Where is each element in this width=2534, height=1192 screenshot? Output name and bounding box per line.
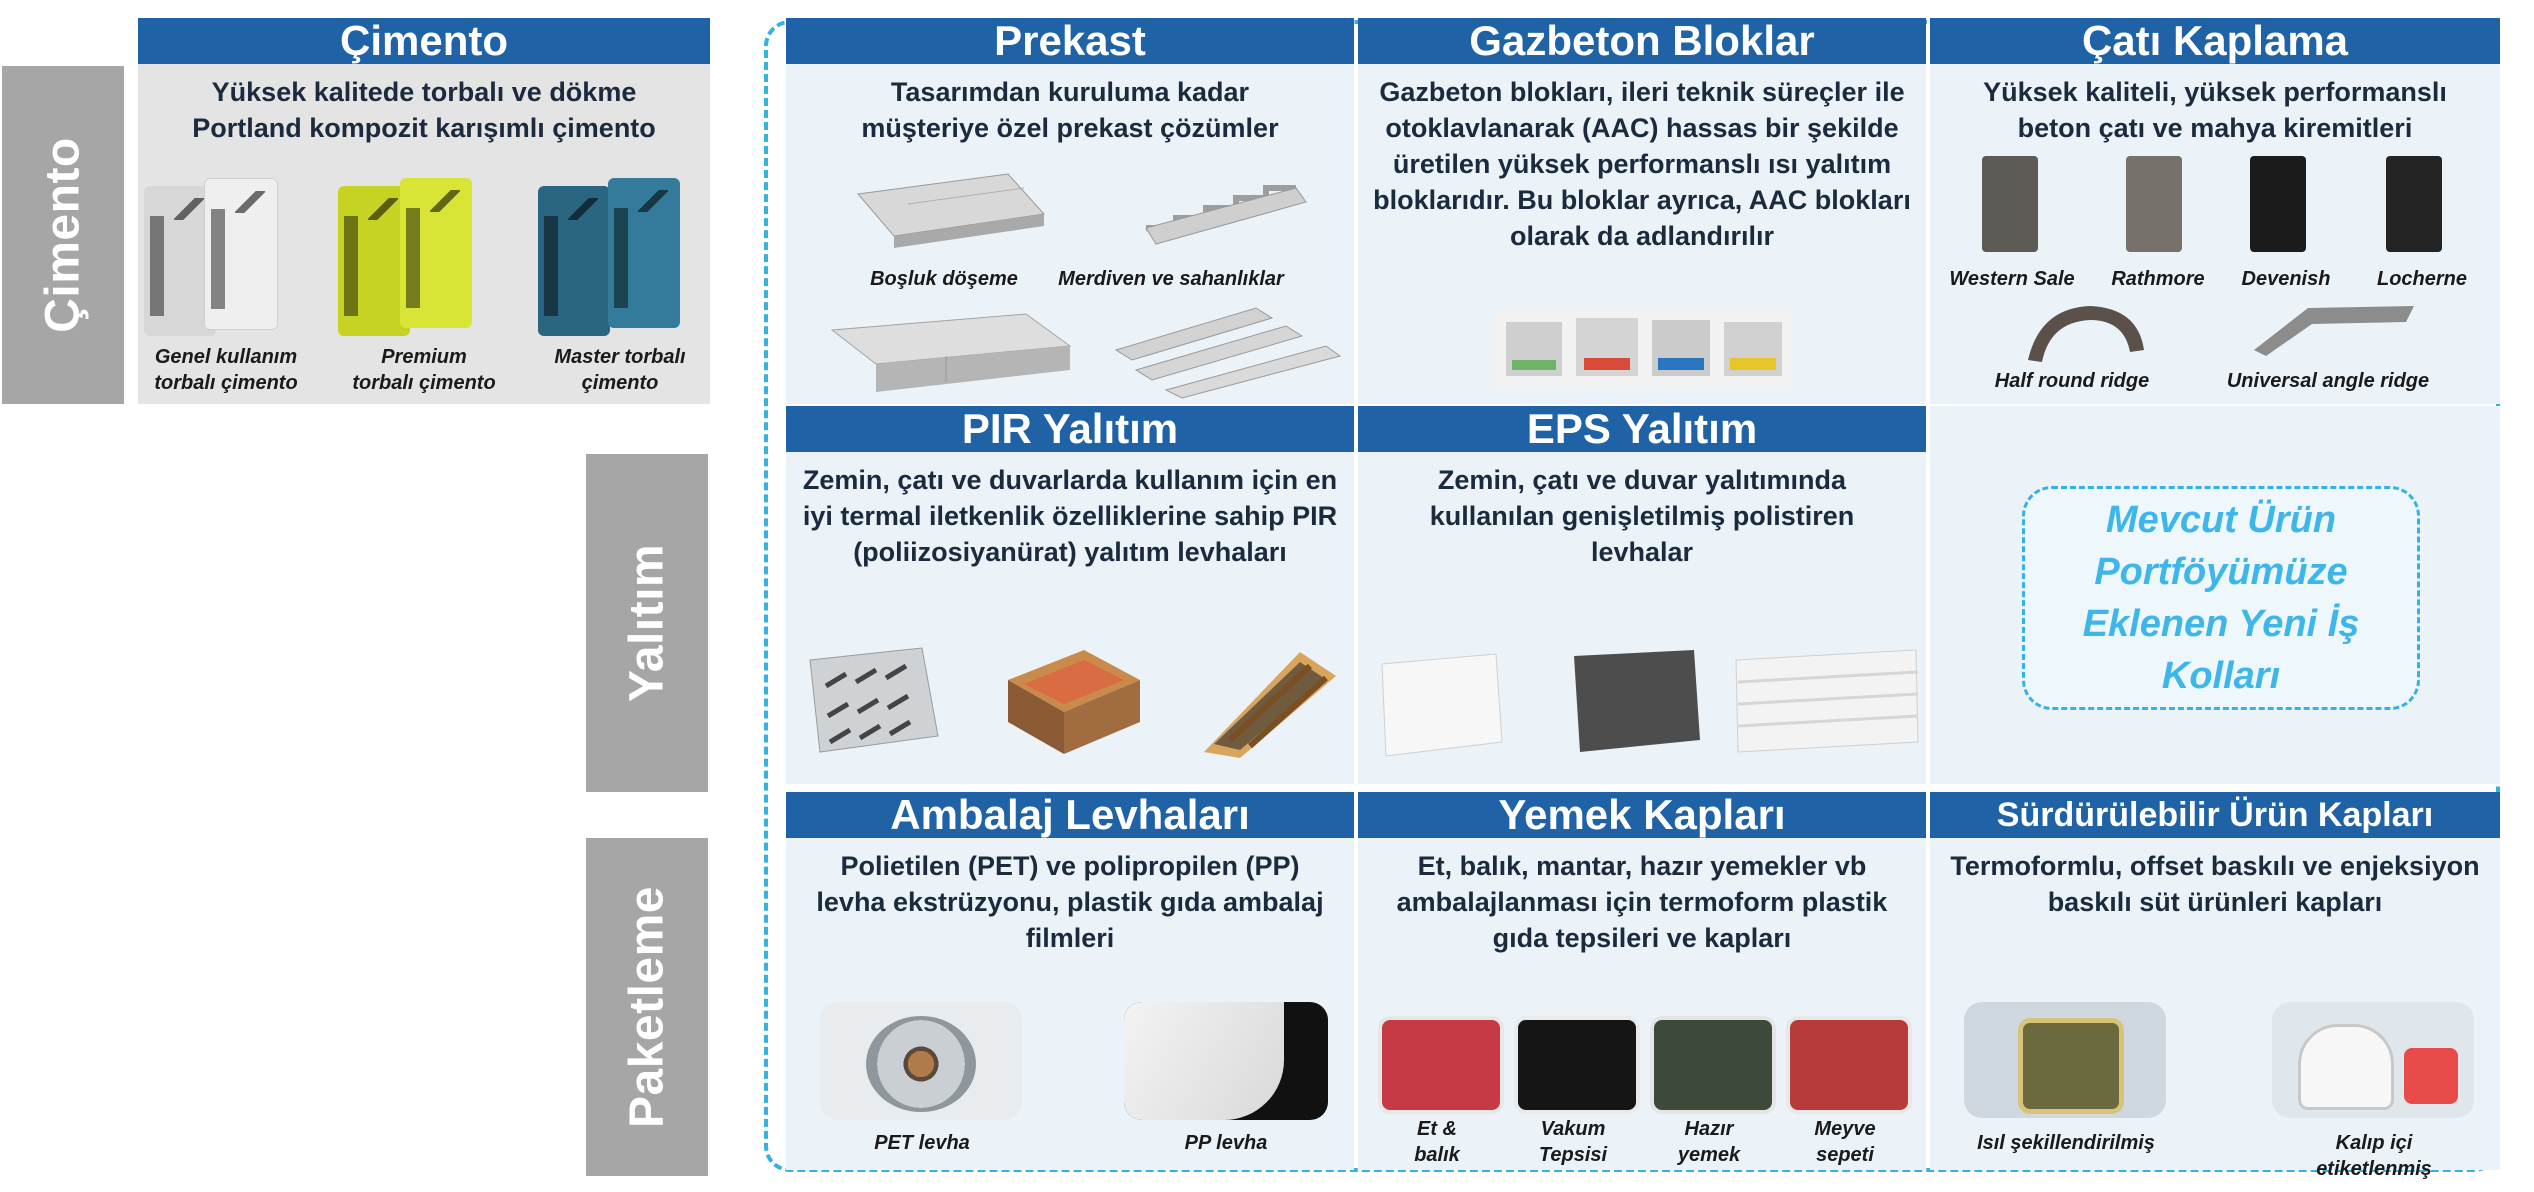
thermoformed-cup (2018, 1018, 2124, 1114)
panel-cimento-desc: Yüksek kalitede torbalı ve dökme Portlan… (192, 77, 656, 143)
panel-ambalaj-title: Ambalaj Levhaları (786, 792, 1354, 838)
caption-pet: PET levha (874, 1132, 970, 1154)
caption-pp: PP levha (1184, 1132, 1268, 1154)
panel-ambalaj: Ambalaj Levhaları Polietilen (PET) ve po… (786, 792, 1354, 1170)
eps-white-board-image (1381, 653, 1503, 757)
thermoformed-cup-image (1964, 1002, 2166, 1118)
caption-merdiven: Merdiven ve sahanlıklar (1058, 268, 1284, 290)
tile-locherne (2386, 156, 2442, 252)
panel-gazbeton-desc: Gazbeton blokları, ileri teknik süreçler… (1373, 77, 1911, 251)
eps-grey-board-image (1574, 650, 1700, 752)
side-label-yalitim: Yalıtım (586, 454, 708, 792)
panel-cimento: Çimento Yüksek kalitede torbalı ve dökme… (138, 18, 710, 404)
panel-cati-title: Çatı Kaplama (1930, 18, 2500, 64)
panel-cati: Çatı Kaplama Yüksek kaliteli, yüksek per… (1930, 18, 2500, 404)
beams-image (1114, 307, 1342, 399)
aac-blocks-image (1496, 312, 1792, 390)
panel-surdurulebilir: Sürdürülebilir Ürün Kapları Termoformlu,… (1930, 792, 2500, 1180)
panel-gazbeton: Gazbeton Bloklar Gazbeton blokları, iler… (1358, 18, 1926, 404)
panel-eps-desc: Zemin, çatı ve duvar yalıtımında kullanı… (1429, 465, 1855, 567)
cement-bag-premium-back (338, 186, 410, 336)
caption-universal-angle: Universal angle ridge (2226, 370, 2430, 392)
tray-meyve (1786, 1016, 1912, 1114)
eps-grooved-board-image (1735, 649, 1919, 753)
caption-isil: Isıl şekillendirilmiş (1977, 1132, 2155, 1154)
caption-hazir: Hazır yemek (1677, 1118, 1741, 1166)
pet-roll-image (820, 1002, 1022, 1120)
side-label-yalitim-text: Yalıtım (620, 543, 674, 703)
pet-roll (866, 1016, 976, 1112)
stairs-image (1145, 185, 1307, 245)
panel-prekast-desc: Tasarımdan kuruluma kadar müşteriye özel… (861, 77, 1279, 143)
panel-prekast-title: Prekast (786, 18, 1354, 64)
aac-block-4-label (1730, 358, 1776, 370)
panel-cimento-title: Çimento (138, 18, 710, 64)
caption-locherne: Locherne (2376, 268, 2468, 290)
tile-rathmore (2126, 156, 2182, 252)
half-round-ridge-image (2028, 306, 2144, 362)
panel-eps-title: EPS Yalıtım (1358, 406, 1926, 452)
iml-cup-small (2404, 1048, 2458, 1104)
cement-bag-master-back (538, 186, 610, 336)
pir-roof-image (1204, 652, 1336, 758)
panel-prekast: Prekast Tasarımdan kuruluma kadar müşter… (786, 18, 1354, 404)
caption-bosluk: Boşluk döşeme (870, 268, 1018, 290)
caption-vakum: Vakum Tepsisi (1538, 1118, 1608, 1166)
panel-ambalaj-desc: Polietilen (PET) ve polipropilen (PP) le… (816, 851, 1324, 953)
tray-vakum (1514, 1016, 1640, 1114)
panel-pir-title: PIR Yalıtım (786, 406, 1354, 452)
caption-western-sale: Western Sale (1949, 268, 2075, 290)
hollow-slab-image (857, 173, 1045, 248)
tile-devenish (2250, 156, 2306, 252)
panel-yemek-title: Yemek Kapları (1358, 792, 1926, 838)
panel-surdurulebilir-title: Sürdürülebilir Ürün Kapları (1930, 792, 2500, 838)
panel-surdurulebilir-desc: Termoformlu, offset baskılı ve enjeksiyo… (1950, 851, 2480, 917)
panel-yemek-desc: Et, balık, mantar, hazır yemekler vb amb… (1396, 851, 1888, 953)
pir-floor-image (1008, 650, 1140, 754)
tile-western-sale (1982, 156, 2038, 252)
panel-pir: PIR Yalıtım Zemin, çatı ve duvarlarda ku… (786, 406, 1354, 784)
new-business-callout-text: Mevcut Ürün Portföyümüze Eklenen Yeni İş… (2082, 499, 2360, 697)
cement-bag-general-front (204, 178, 278, 330)
panel-gazbeton-title: Gazbeton Bloklar (1358, 18, 1926, 64)
side-label-paketleme: Paketleme (586, 838, 708, 1176)
panel-yemek: Yemek Kapları Et, balık, mantar, hazır y… (1358, 792, 1926, 1170)
tray-et-balik (1378, 1016, 1504, 1114)
hollow-slab-stack-image (830, 313, 1072, 392)
panel-cati-desc: Yüksek kaliteli, yüksek performanslı bet… (1983, 77, 2447, 143)
aac-block-3-label (1658, 358, 1704, 370)
caption-et-balik: Et & balık (1414, 1118, 1460, 1166)
panel-pir-desc: Zemin, çatı ve duvarlarda kullanım için … (802, 465, 1338, 567)
side-label-paketleme-text: Paketleme (620, 886, 674, 1128)
side-label-cimento-text: Çimento (36, 137, 90, 333)
panel-eps: EPS Yalıtım Zemin, çatı ve duvar yalıtım… (1358, 406, 1926, 784)
caption-genel: Genel kullanım torbalı çimento (154, 346, 298, 394)
caption-premium: Premium torbalı çimento (352, 346, 496, 394)
iml-cup (2298, 1024, 2394, 1110)
side-label-cimento: Çimento (2, 66, 124, 404)
tray-hazir-yemek (1650, 1016, 1776, 1114)
caption-devenish: Devenish (2241, 268, 2331, 290)
universal-angle-ridge-image (2254, 306, 2414, 356)
caption-meyve: Meyve sepeti (1814, 1118, 1876, 1166)
caption-master: Master torbalı çimento (554, 346, 686, 394)
iml-cup-image (2272, 1002, 2474, 1118)
caption-kalip-ici: Kalıp içi etiketlenmiş (2316, 1132, 2432, 1180)
pp-sheet (1124, 1002, 1284, 1120)
aac-block-1-label (1512, 360, 1556, 370)
caption-half-round: Half round ridge (1994, 370, 2150, 392)
new-business-callout: Mevcut Ürün Portföyümüze Eklenen Yeni İş… (2022, 486, 2420, 710)
pir-board-image (809, 647, 939, 753)
cement-bag-premium-front (400, 178, 472, 328)
pp-sheet-image (1124, 1002, 1328, 1120)
cement-bag-master-front (608, 178, 680, 328)
aac-block-2-label (1584, 358, 1630, 370)
caption-rathmore: Rathmore (2111, 268, 2205, 290)
